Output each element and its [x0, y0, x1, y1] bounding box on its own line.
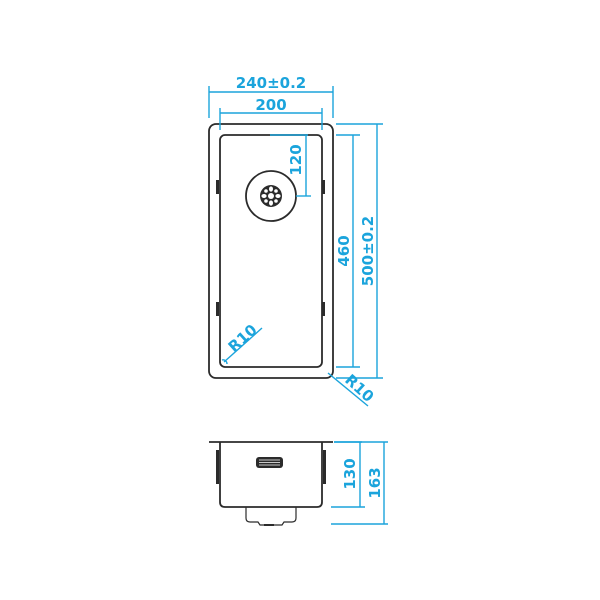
drain-body	[245, 507, 297, 526]
dimension-inner-length: 460	[335, 134, 360, 368]
sink-bowl-profile	[219, 442, 323, 508]
drain-outlet	[264, 524, 274, 526]
dimension-outer-radius: R10	[327, 371, 377, 407]
mounting-clip	[323, 450, 326, 484]
mounting-clip	[216, 180, 219, 194]
dimension-drain-offset: 120	[270, 134, 311, 197]
dimension-label: 460	[335, 235, 353, 266]
dimension-outer-length: 500±0.2	[336, 123, 383, 379]
top-view: 240±0.2 200 120 460 500±0.2	[208, 74, 383, 407]
dimension-label: R10	[225, 321, 261, 356]
dimension-label: R10	[341, 371, 377, 406]
mounting-clip	[322, 302, 325, 316]
dimension-label: 130	[341, 458, 359, 489]
overflow-slot-icon	[256, 457, 283, 468]
side-view: 130 163	[209, 441, 388, 526]
dimension-label: 163	[366, 467, 384, 498]
dimension-label: 500±0.2	[359, 216, 377, 286]
dimension-label: 200	[255, 96, 286, 114]
mounting-clip	[216, 450, 219, 484]
dimension-label: 120	[287, 144, 305, 175]
drain-strainer-icon	[245, 170, 297, 222]
dimension-bowl-depth: 130	[331, 441, 365, 508]
dimension-inner-width: 200	[219, 96, 323, 130]
mounting-clip	[322, 180, 325, 194]
dimension-total-depth: 163	[331, 441, 388, 525]
dimension-inner-radius: R10	[221, 321, 263, 365]
mounting-clip	[216, 302, 219, 316]
dimension-label: 240±0.2	[236, 74, 306, 92]
sink-outer-outline	[208, 123, 334, 379]
dimension-outer-width: 240±0.2	[208, 74, 334, 118]
